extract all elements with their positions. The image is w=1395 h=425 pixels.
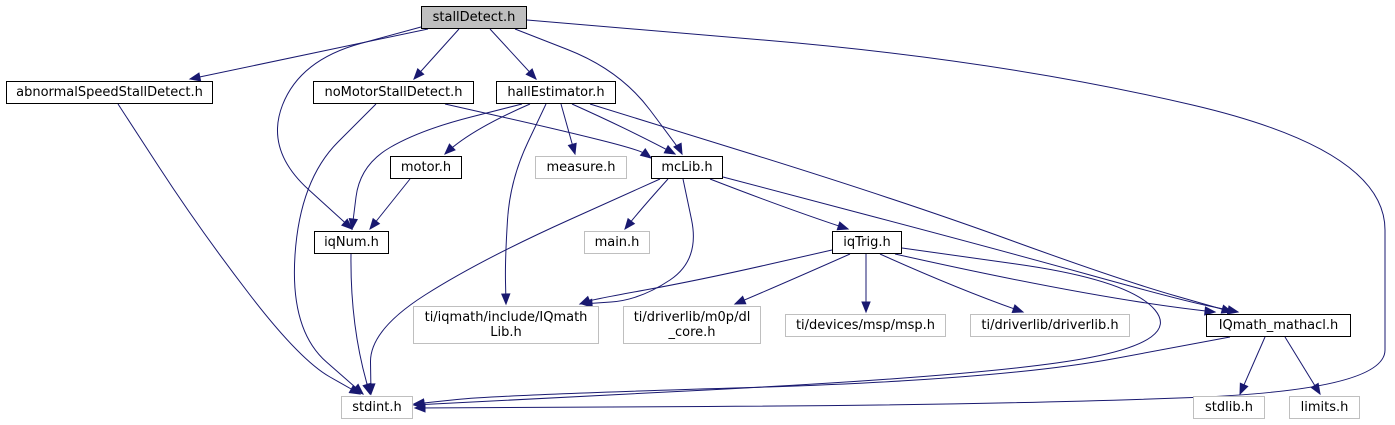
edge-hall-to-mclib	[571, 103, 677, 155]
edge-mclib-to-main	[624, 178, 669, 231]
edge-hall-to-iqmathlib	[501, 103, 547, 306]
node-main-h: main.h	[584, 231, 650, 254]
edge-mclib-to-iqtrig	[709, 178, 850, 231]
edge-iqtrig-to-mathacl	[894, 253, 1217, 316]
edge-mclib-to-mathacl	[722, 176, 1240, 315]
edge-nomotor-to-stdint	[293, 103, 377, 395]
node-stdlib-h: stdlib.h	[1193, 396, 1265, 419]
node-abnormalspeedstalldetect-h[interactable]: abnormalSpeedStallDetect.h	[6, 81, 213, 104]
edge-iqtrig-to-msp	[861, 254, 871, 314]
edge-stalldetect-to-hall	[489, 28, 537, 80]
edge-iqtrig-to-dlcore	[733, 253, 851, 305]
node-iqmathlib-h: ti/iqmath/include/IQmath Lib.h	[413, 306, 599, 344]
edge-mathacl-to-limits	[1284, 336, 1321, 396]
node-driverlib-h: ti/driverlib/driverlib.h	[970, 314, 1130, 337]
edge-mclib-to-stdint	[366, 178, 661, 396]
edge-iqtrig-to-driverlib	[879, 253, 1025, 314]
edge-mathacl-to-stdlib	[1239, 336, 1266, 396]
edge-stalldetect-to-stdint	[413, 19, 1386, 413]
edge-stalldetect-to-nomotor	[413, 28, 460, 81]
node-stdint-h: stdint.h	[341, 396, 413, 419]
edge-nomotor-to-mclib	[444, 103, 653, 159]
edge-hall-to-measure	[560, 103, 577, 156]
node-motor-h[interactable]: motor.h	[390, 156, 462, 179]
edge-iqnum-to-stdint	[350, 253, 372, 396]
node-hallestimator-h[interactable]: hallEstimator.h	[496, 81, 616, 104]
node-msp-h: ti/devices/msp/msp.h	[785, 314, 946, 337]
node-measure-h: measure.h	[535, 156, 627, 179]
edge-stalldetect-to-iqnum	[276, 26, 422, 230]
edge-mathacl-to-stdint	[412, 336, 1231, 408]
edge-stalldetect-to-mclib	[514, 28, 683, 156]
node-stalldetect-h: stallDetect.h	[421, 6, 527, 29]
node-dl-core-h: ti/driverlib/m0p/dl _core.h	[623, 306, 761, 344]
edge-stalldetect-to-abnormal	[188, 28, 429, 82]
edge-hall-to-iqnum	[348, 103, 523, 231]
edge-iqtrig-to-iqmathlib	[578, 249, 833, 305]
node-iqnum-h[interactable]: iqNum.h	[314, 231, 389, 254]
node-limits-h: limits.h	[1289, 396, 1360, 419]
edge-hall-to-motor	[444, 103, 531, 155]
node-iqmath-mathacl-h[interactable]: IQmath_mathacl.h	[1206, 314, 1351, 337]
node-iqtrig-h[interactable]: iqTrig.h	[832, 231, 902, 254]
node-nomotorstalldetect-h[interactable]: noMotorStallDetect.h	[313, 81, 474, 104]
node-mclib-h[interactable]: mcLib.h	[651, 156, 723, 179]
edge-motor-to-iqnum	[369, 178, 411, 231]
